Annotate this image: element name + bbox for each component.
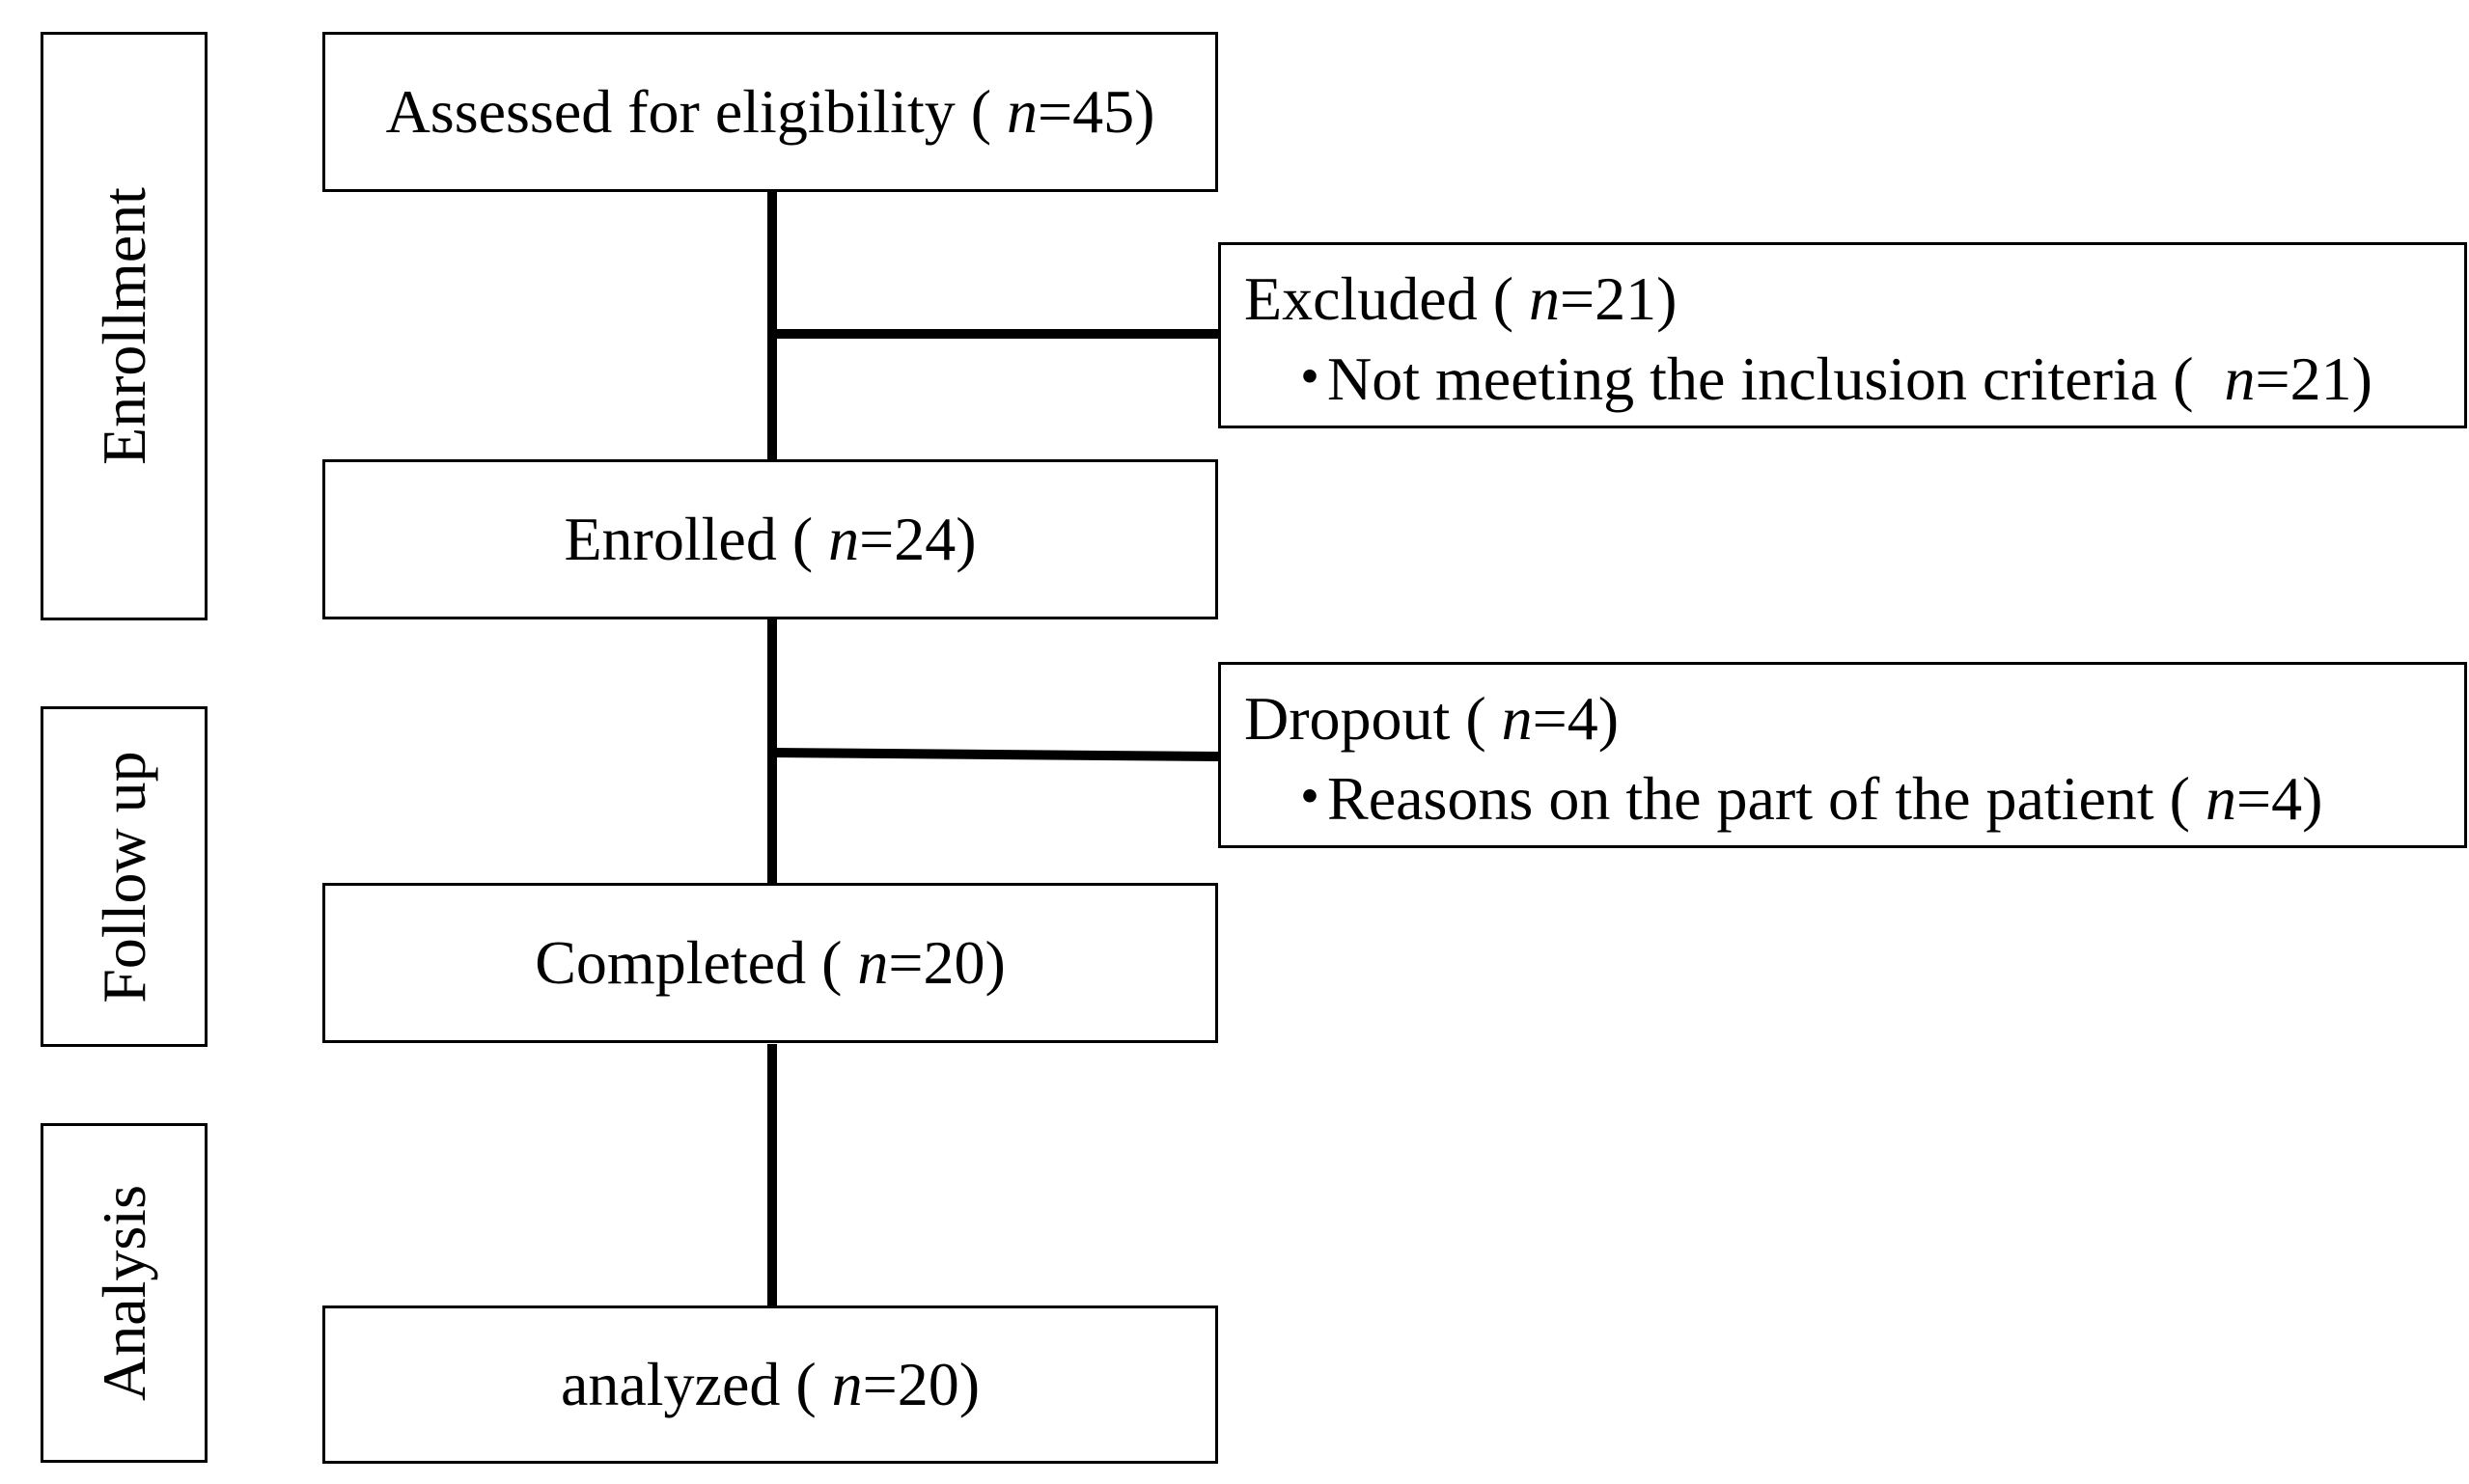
stage-enrollment: Enrollment [41,32,208,620]
excluded-heading: Excluded ( n=21) [1244,264,1678,333]
excluded-box: Excluded ( n=21) ・Not meeting the inclus… [1218,242,2467,428]
dropout-heading: Dropout ( n=4) [1244,684,1620,753]
assessed-text: Assessed for eligibility ( n=45) [385,77,1155,146]
dropout-box: Dropout ( n=4) ・Reasons on the part of t… [1218,662,2467,848]
dropout-reason: ・Reasons on the part of the patient ( n=… [1279,764,2323,834]
enrolled-box: Enrolled ( n=24) [322,459,1218,619]
analyzed-box: analyzed ( n=20) [322,1305,1218,1464]
assessed-box: Assessed for eligibility ( n=45) [322,32,1218,192]
enrolled-text: Enrolled ( n=24) [564,505,977,573]
stage-follow-up: Follow up [41,706,208,1047]
completed-text: Completed ( n=20) [535,928,1006,997]
stage-follow-up-label: Follow up [89,750,158,1003]
analyzed-text: analyzed ( n=20) [560,1350,981,1418]
stage-enrollment-label: Enrollment [89,187,158,465]
stage-analysis-label: Analysis [89,1185,158,1401]
stage-analysis: Analysis [41,1123,208,1463]
completed-box: Completed ( n=20) [322,883,1218,1043]
connector-to-dropout [771,748,1219,761]
excluded-reason: ・Not meeting the inclusion criteria ( n=… [1279,344,2372,414]
